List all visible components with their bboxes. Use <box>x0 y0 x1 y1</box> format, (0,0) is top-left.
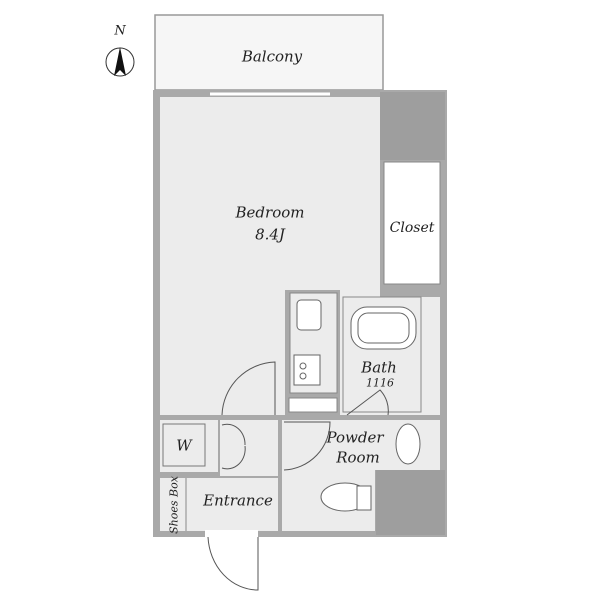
closet-label: Closet <box>389 220 435 236</box>
powder-room <box>282 420 375 531</box>
closet <box>383 161 441 285</box>
powder-room-label-1: Powder <box>326 428 384 447</box>
refrigerator-space <box>288 397 338 413</box>
entrance-label: Entrance <box>203 491 273 510</box>
bedroom-size: 8.4J <box>255 225 285 244</box>
shoes-box-label: Shoes Box <box>167 476 181 534</box>
balcony <box>154 14 384 91</box>
balcony-label: Balcony <box>241 47 303 66</box>
north-compass-icon <box>105 47 135 77</box>
sink-icon <box>296 299 322 331</box>
washer-label: W <box>176 436 192 455</box>
structural-column <box>380 92 445 160</box>
powder-room-label-2: Room <box>336 448 380 467</box>
toilet-icon <box>320 482 372 512</box>
bath-size: 1116 <box>366 376 394 390</box>
compass-label: N <box>114 23 126 39</box>
washbasin-icon <box>395 423 421 465</box>
powder-room-door[interactable] <box>283 421 331 471</box>
bathtub-icon <box>350 306 417 350</box>
closet-doors[interactable] <box>221 423 246 470</box>
structural-column <box>376 470 445 535</box>
bedroom-label: Bedroom <box>235 203 305 222</box>
entrance-door[interactable] <box>207 536 259 591</box>
bath-label: Bath <box>361 358 397 377</box>
bath-door[interactable] <box>346 389 389 416</box>
stove-icon <box>293 354 321 386</box>
bedroom-door[interactable] <box>221 361 276 416</box>
entrance <box>160 478 278 531</box>
washer-area <box>160 420 218 472</box>
